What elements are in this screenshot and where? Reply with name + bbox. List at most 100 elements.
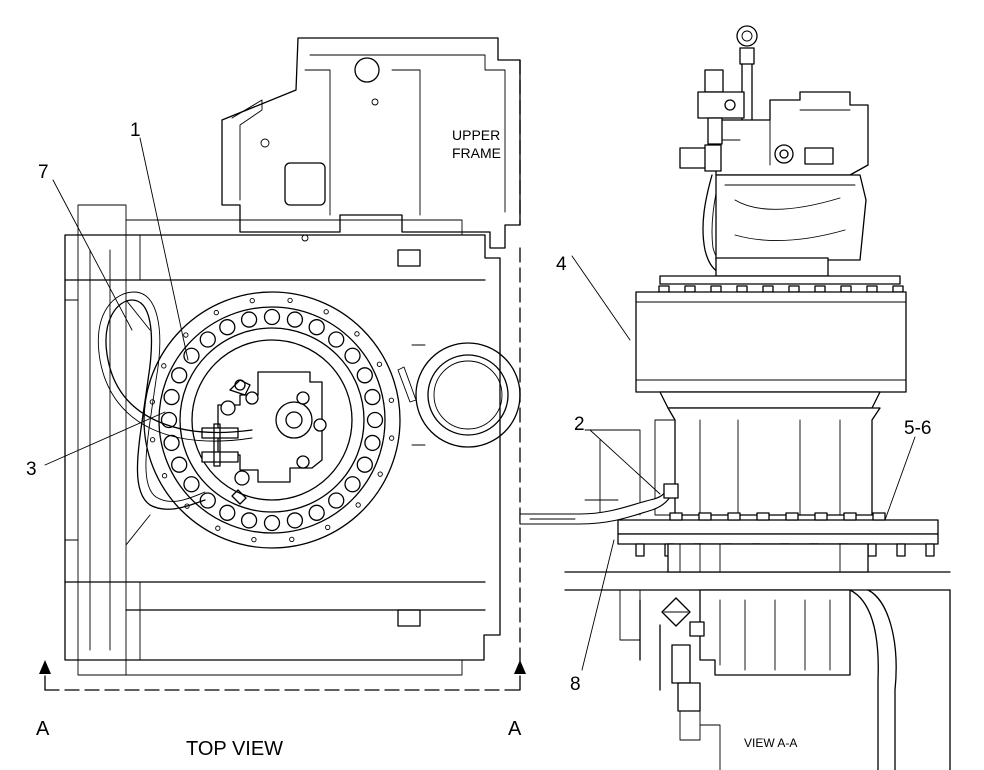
left-boss	[619, 589, 641, 641]
motor-head-boss-inner	[779, 149, 789, 159]
grease-tube-fitting	[663, 483, 679, 499]
valve-cap	[704, 69, 724, 93]
ring-bolt	[308, 319, 325, 336]
grease-tube	[519, 485, 675, 525]
side-braces	[64, 299, 151, 546]
reducer-taper	[659, 391, 881, 409]
mounting-flange-bolts	[669, 512, 886, 521]
motor-bolt	[245, 391, 259, 405]
ring-bolt	[199, 331, 216, 348]
leader-4	[571, 255, 631, 341]
side-fitting-nut	[704, 144, 722, 172]
filter-fitting	[689, 621, 705, 637]
motor-casting-lines	[724, 184, 856, 241]
bolt-hole	[371, 98, 379, 106]
upper-frame-outline	[221, 37, 521, 249]
frame-cutout	[284, 162, 326, 206]
right-port-flange	[415, 342, 521, 448]
ring-hole	[388, 397, 395, 403]
flange-bolt-head	[788, 285, 800, 293]
flange-bolt-head	[658, 285, 670, 293]
leader-1	[139, 137, 189, 361]
motor-hose-outer	[702, 174, 719, 273]
view-a-a: 4 2 5-6 8 VIEW A-A	[519, 25, 951, 770]
callout-2: 2	[574, 414, 585, 435]
section-line-ends	[44, 667, 521, 691]
leader-3	[44, 411, 166, 466]
ring-hole	[149, 437, 156, 443]
flange-bolt-head	[710, 285, 722, 293]
motor-bolt	[220, 400, 236, 416]
main-housing-plate	[64, 234, 501, 661]
bracket-upper	[397, 249, 421, 267]
section-arrow-left	[39, 660, 51, 674]
bolt-hole	[301, 234, 309, 242]
swing-drive-bolt-ring	[149, 297, 395, 543]
section-marker-right: A	[508, 718, 522, 740]
mount-bolt-head	[872, 512, 886, 521]
stem-housing-ribs	[699, 419, 841, 516]
stem-left-web	[654, 419, 676, 516]
ring-bolt	[171, 456, 188, 473]
ring-bolt	[240, 311, 258, 328]
ring-hole	[325, 524, 331, 531]
mount-bolt-head	[669, 512, 683, 521]
callout-7: 7	[38, 162, 49, 183]
ring-hole	[376, 361, 383, 367]
ring-hole	[249, 297, 255, 304]
ring-hole	[289, 536, 295, 543]
motor-bolt	[234, 470, 250, 486]
ring-bolt	[344, 347, 361, 364]
leader-8	[581, 539, 615, 671]
right-port-ticks	[411, 344, 426, 446]
motor-lower-body	[715, 174, 867, 261]
ring-bolt	[364, 434, 381, 452]
dipstick-ring	[736, 25, 758, 47]
rail-flanges	[125, 219, 463, 676]
motor-mount-flange	[715, 257, 829, 277]
valve-block	[697, 91, 745, 119]
ring-bolt	[263, 308, 281, 326]
bracket-lower	[397, 609, 421, 627]
rail-lines	[89, 249, 111, 651]
frame-bolt	[635, 543, 645, 557]
callout-8: 8	[570, 674, 581, 695]
ring-hole	[355, 502, 361, 508]
top-view-title: TOP VIEW	[186, 738, 283, 760]
swing-drive-bolt-circle-inner	[179, 327, 365, 513]
ring-hole	[287, 297, 293, 304]
right-port-bore	[427, 354, 509, 436]
frame-bolt	[925, 543, 935, 557]
mount-bolt-head	[727, 512, 741, 521]
ring-bolt	[364, 388, 381, 406]
lifting-eye	[234, 379, 246, 391]
ring-hole	[183, 332, 189, 338]
flange-bolt-head	[762, 285, 774, 293]
ring-bolt	[366, 411, 384, 429]
ring-hole	[354, 331, 360, 337]
swing-drive-outer-ring	[143, 291, 401, 549]
motor-bolt	[296, 391, 310, 405]
ring-bolt	[308, 504, 325, 521]
ring-hole	[323, 309, 329, 315]
reducer-housing	[635, 291, 907, 393]
lower-plate	[564, 571, 951, 591]
side-fitting	[679, 147, 707, 169]
top-flange-bolts	[658, 285, 904, 293]
flange-bolt-head	[684, 285, 696, 293]
frame-bolt	[896, 543, 906, 557]
upper-frame-label-line1: UPPER	[452, 127, 500, 143]
ring-hole	[161, 473, 168, 479]
motor-head-fitting	[804, 147, 834, 165]
bearing-ring-lines	[679, 543, 841, 573]
leader-7	[52, 179, 133, 331]
ring-hole	[213, 309, 219, 316]
pinion-teeth	[719, 599, 831, 671]
ring-hole	[251, 536, 257, 543]
mount-bolt-head	[843, 512, 857, 521]
callout-3: 3	[26, 459, 37, 480]
dipstick-ring-inner	[741, 30, 753, 42]
mount-bolt-head	[756, 512, 770, 521]
hose-7-outer	[105, 299, 253, 510]
